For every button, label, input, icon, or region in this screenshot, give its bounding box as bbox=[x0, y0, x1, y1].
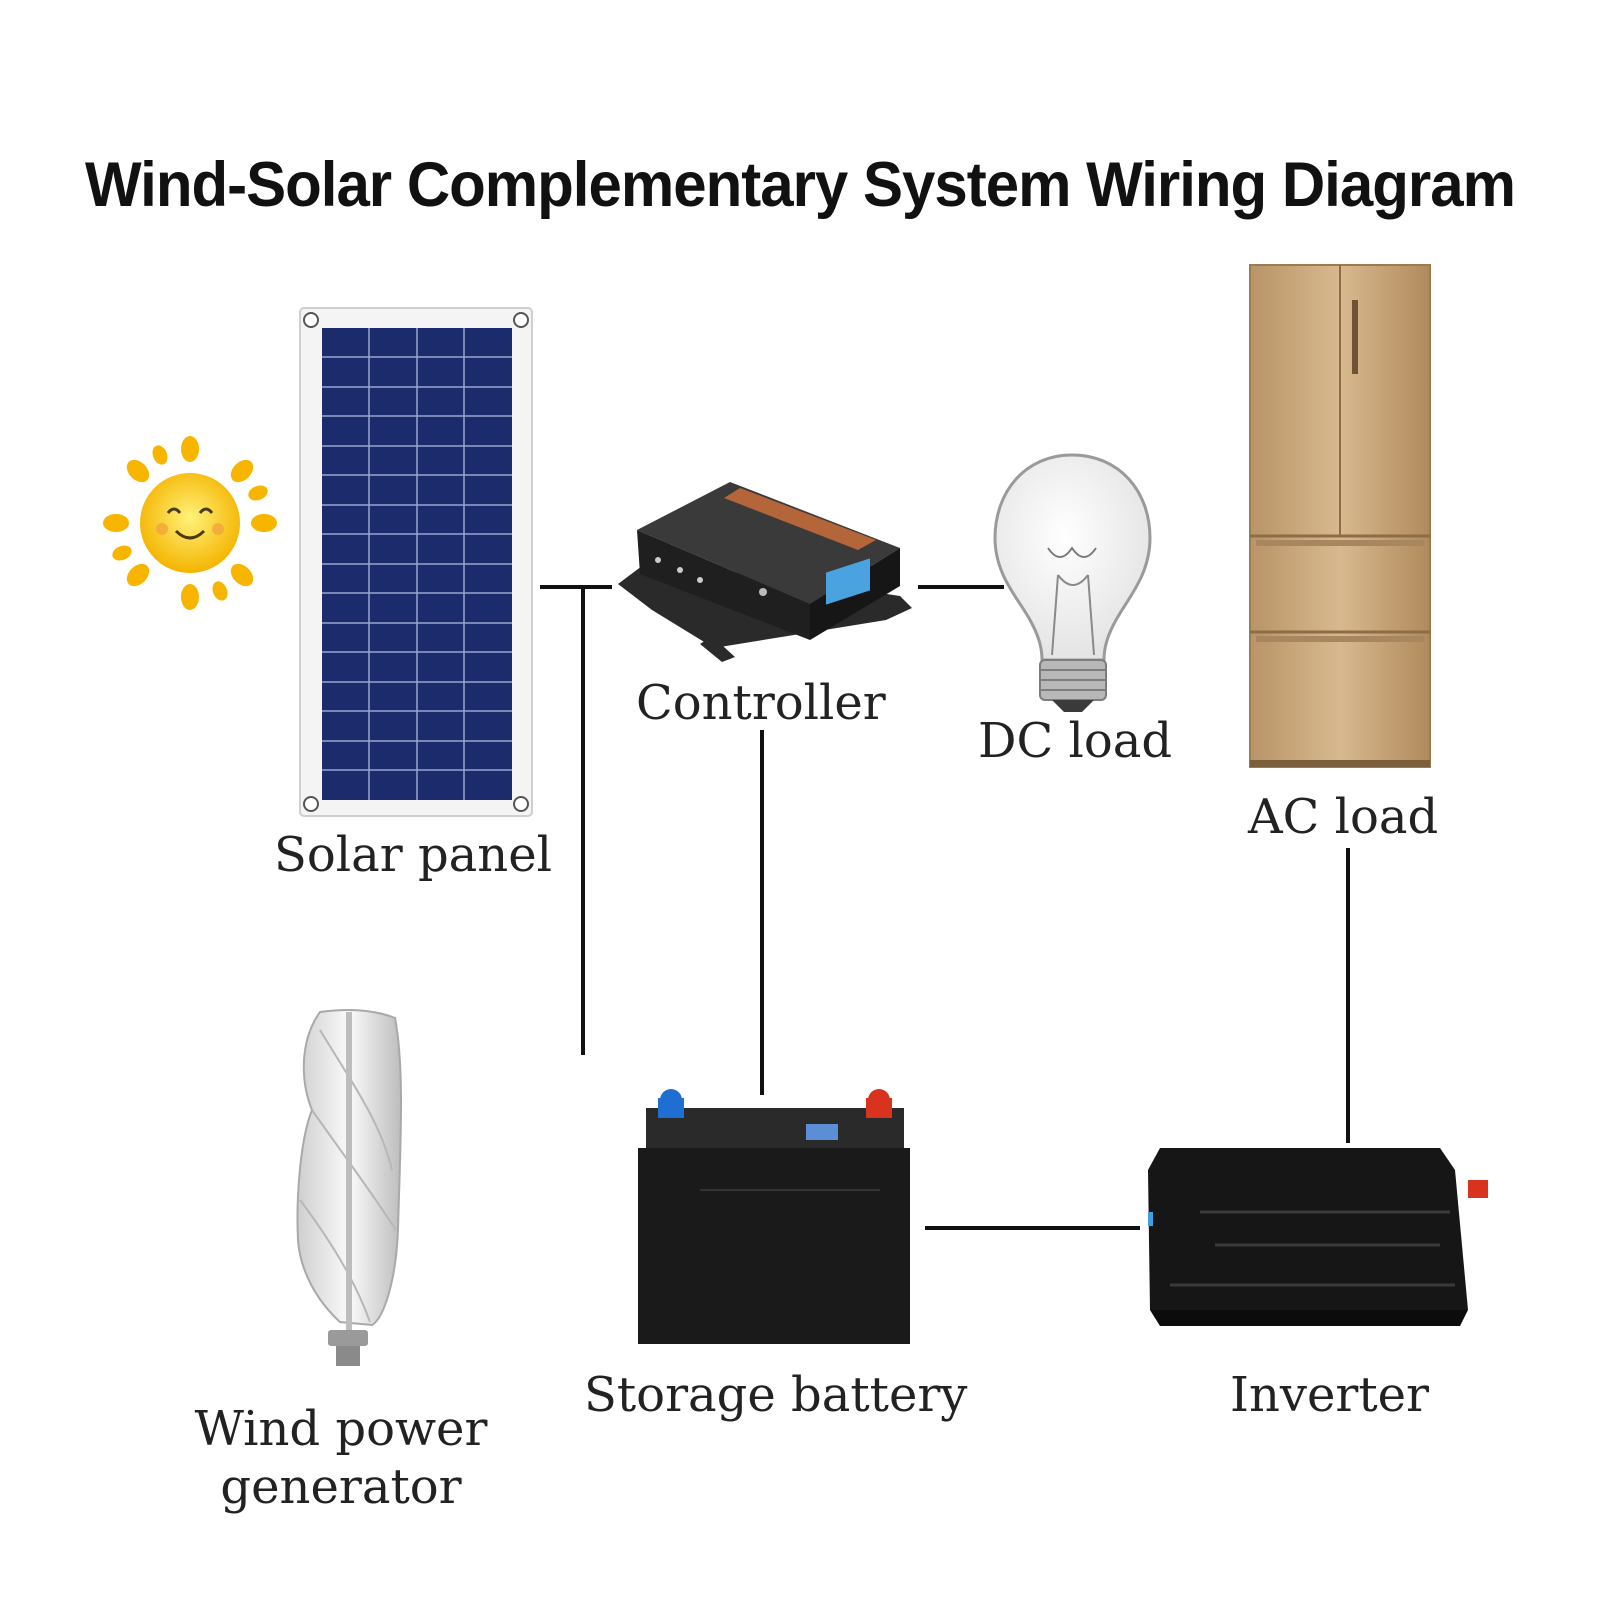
label-controller: Controller bbox=[636, 675, 886, 731]
controller-icon bbox=[618, 482, 912, 662]
label-solar-panel: Solar panel bbox=[274, 827, 552, 883]
label-inverter: Inverter bbox=[1230, 1367, 1429, 1423]
label-dc-load: DC load bbox=[978, 713, 1173, 769]
label-wind-generator-line1: Wind power bbox=[194, 1401, 488, 1457]
label-ac-load: AC load bbox=[1248, 789, 1439, 845]
label-wind-generator-line2: generator bbox=[220, 1459, 462, 1515]
label-wind-generator: Wind power generator bbox=[186, 1400, 496, 1516]
sun-icon bbox=[103, 436, 277, 610]
diagram-title: Wind-Solar Complementary System Wiring D… bbox=[85, 149, 1516, 220]
light-bulb-icon bbox=[993, 453, 1152, 712]
battery-icon bbox=[638, 1089, 910, 1344]
wind-turbine-icon bbox=[296, 1009, 403, 1366]
fridge-icon bbox=[1249, 264, 1431, 768]
solar-panel-icon bbox=[299, 307, 533, 817]
label-storage-battery: Storage battery bbox=[584, 1367, 968, 1423]
inverter-icon bbox=[1148, 1148, 1488, 1326]
wires bbox=[540, 585, 1350, 1230]
